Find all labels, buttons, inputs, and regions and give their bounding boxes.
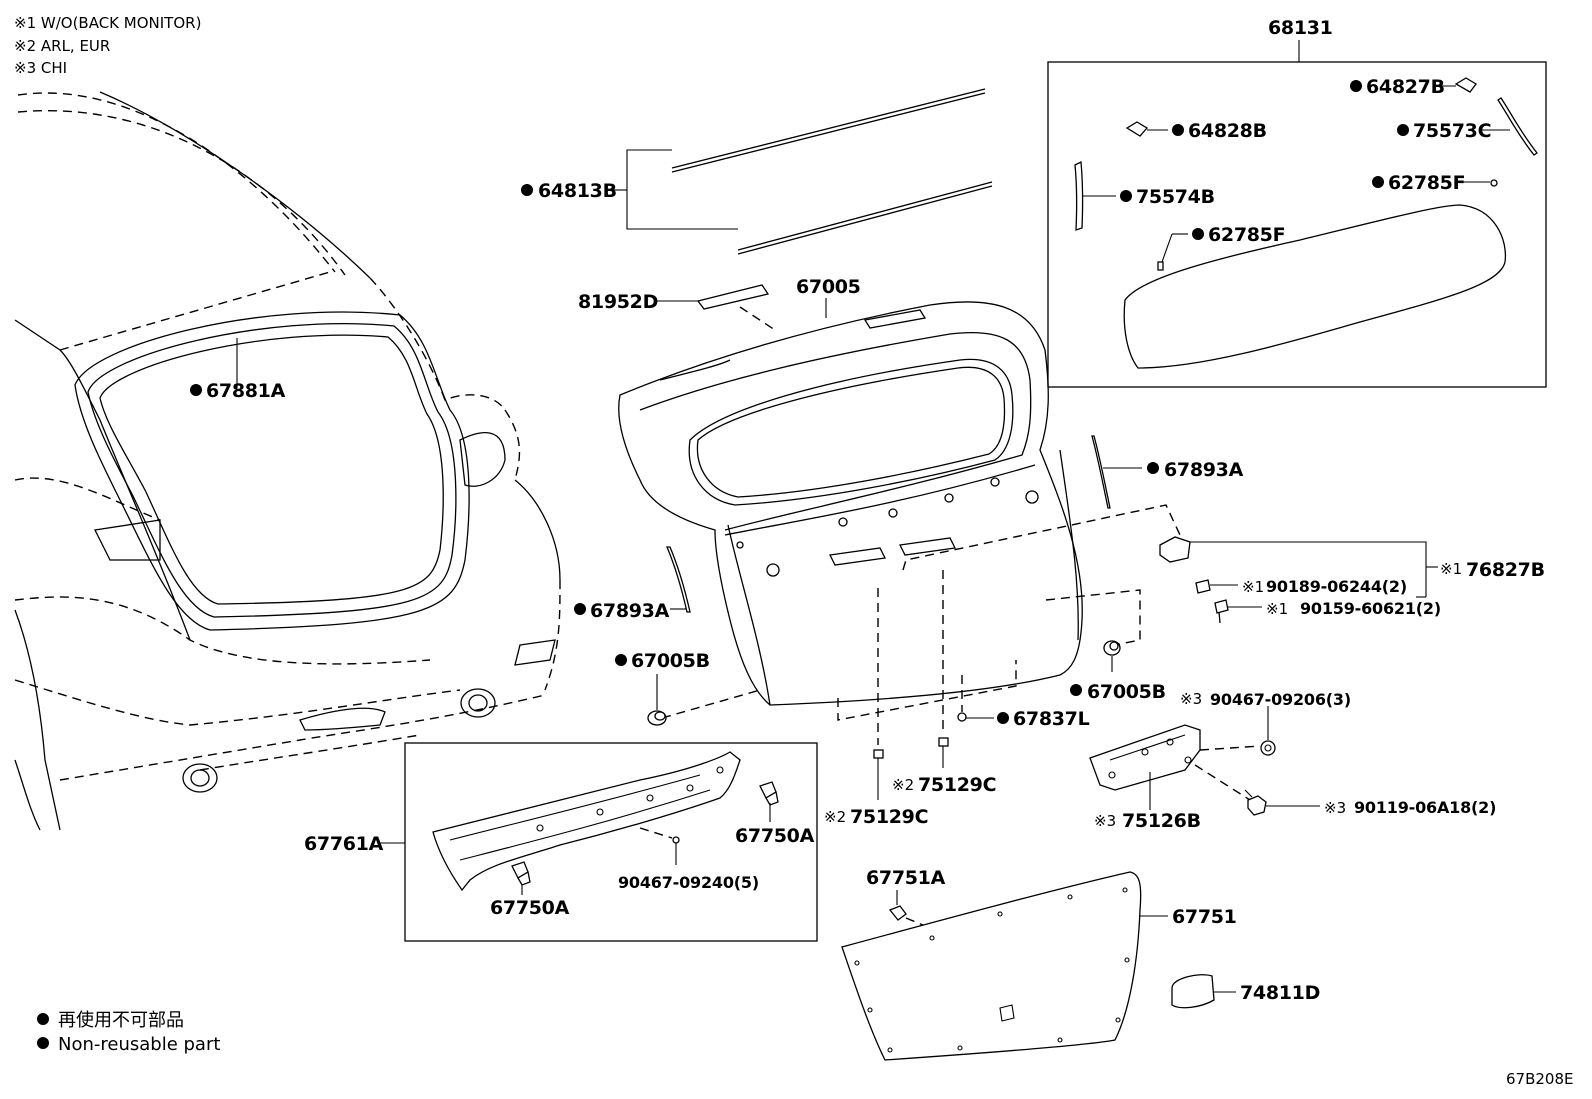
part-74811D[interactable]: 74811D (1240, 982, 1320, 1004)
part-75129C-b[interactable]: 75129C (918, 774, 997, 796)
part-67005B-right[interactable]: 67005B (1087, 681, 1166, 703)
marker-1-90189: ※1 (1242, 578, 1264, 596)
camera-bracket-illustration (1159, 536, 1229, 624)
marker-2-a: ※2 (824, 808, 846, 826)
non-reusable-dot (190, 384, 202, 396)
nut-90467-09206 (1260, 740, 1276, 756)
part-67893A-left[interactable]: 67893A (590, 600, 670, 622)
marker-2-b: ※2 (892, 776, 914, 794)
non-reusable-dot (1372, 176, 1384, 188)
clip-90467-09240 (672, 836, 680, 844)
legend-en: Non-reusable part (58, 1034, 220, 1055)
marker-1-90159: ※1 (1266, 600, 1288, 618)
pad-64827B (1454, 77, 1477, 93)
part-67750A-left[interactable]: 67750A (490, 897, 570, 919)
non-reusable-dot (1070, 684, 1082, 696)
non-reusable-dot (1397, 124, 1409, 136)
part-90119-06A18[interactable]: 90119-06A18(2) (1354, 798, 1496, 817)
part-75574B[interactable]: 75574B (1136, 186, 1215, 208)
part-81952D[interactable]: 81952D (578, 291, 658, 313)
molding-illustration (671, 88, 993, 255)
part-90467-09206[interactable]: 90467-09206(3) (1210, 690, 1351, 709)
part-76827B[interactable]: 76827B (1466, 559, 1545, 581)
non-reusable-dot (1350, 80, 1362, 92)
bumper-stopper-right (1103, 640, 1121, 656)
clip-62785F-a (1490, 179, 1498, 187)
part-90159-60621[interactable]: 90159-60621(2) (1300, 599, 1441, 618)
pad-64828B (1125, 121, 1149, 137)
part-62785F-a[interactable]: 62785F (1388, 172, 1466, 194)
part-67750A-right[interactable]: 67750A (735, 825, 815, 847)
part-67005B-left[interactable]: 67005B (631, 650, 710, 672)
emblem-illustration (696, 284, 776, 331)
strip-75573C (1497, 97, 1538, 156)
part-67893A-right[interactable]: 67893A (1164, 459, 1244, 481)
cover-74811D (1171, 974, 1215, 1009)
clip-75129C-b (938, 737, 949, 747)
marker-3-90119: ※3 (1324, 799, 1346, 817)
bumper-stopper-left (647, 710, 667, 726)
clip-67750A-left (511, 861, 531, 886)
part-67761A[interactable]: 67761A (304, 833, 384, 855)
rear-spoiler (1123, 204, 1507, 369)
part-67751A[interactable]: 67751A (866, 867, 946, 889)
part-90467-09240[interactable]: 90467-09240(5) (618, 873, 759, 892)
non-reusable-dot (1120, 190, 1132, 202)
trim-board-67751 (841, 871, 1142, 1061)
clip-75129C-a (873, 749, 884, 759)
non-reusable-dot (997, 712, 1009, 724)
note-2: ※2 ARL, EUR (14, 37, 110, 55)
part-67881A[interactable]: 67881A (206, 380, 286, 402)
part-64828B[interactable]: 64828B (1188, 120, 1267, 142)
diagram-code: 67B208E (1506, 1070, 1574, 1088)
marker-3-75126B: ※3 (1094, 812, 1116, 830)
part-67751[interactable]: 67751 (1172, 906, 1237, 928)
part-64813B[interactable]: 64813B (538, 180, 617, 202)
part-75573C[interactable]: 75573C (1413, 120, 1492, 142)
clip-67750A-right (759, 781, 779, 806)
legend-dot-en (37, 1037, 49, 1049)
part-75129C-a[interactable]: 75129C (850, 806, 929, 828)
part-64827B[interactable]: 64827B (1366, 76, 1445, 98)
grommet-67837L (957, 712, 967, 722)
non-reusable-dot (521, 184, 533, 196)
trim-board-holes (854, 887, 1130, 1053)
part-75126B[interactable]: 75126B (1122, 810, 1201, 832)
part-67837L[interactable]: 67837L (1013, 708, 1090, 730)
note-1: ※1 W/O(BACK MONITOR) (14, 14, 201, 32)
marker-3-90467: ※3 (1180, 690, 1202, 708)
part-62785F-b[interactable]: 62785F (1208, 224, 1286, 246)
non-reusable-dot (1192, 228, 1204, 240)
part-68131[interactable]: 68131 (1268, 17, 1333, 39)
non-reusable-dot (1172, 124, 1184, 136)
deflector-strip-right (1091, 435, 1111, 509)
strip-75574B (1074, 160, 1084, 231)
non-reusable-dot (615, 654, 627, 666)
garnish-box (404, 742, 818, 942)
clip-67751A (888, 905, 907, 921)
spoiler-kit-box (1047, 61, 1547, 388)
clip-62785F-b (1157, 261, 1164, 271)
non-reusable-dot (1147, 462, 1159, 474)
bolt-90119-06A18 (1244, 789, 1267, 816)
marker-1-76827B: ※1 (1440, 560, 1462, 578)
part-67005[interactable]: 67005 (796, 276, 861, 298)
bracket-75126B-illustration (1089, 724, 1201, 791)
non-reusable-dot (574, 603, 586, 615)
back-door-illustration (618, 301, 1083, 706)
garnish-illustration (432, 751, 741, 892)
deflector-strip-left (666, 546, 691, 613)
legend-jp: 再使用不可部品 (58, 1010, 184, 1031)
legend-dot-jp (37, 1013, 49, 1025)
note-3: ※3 CHI (14, 59, 67, 77)
part-90189-06244[interactable]: 90189-06244(2) (1266, 577, 1407, 596)
car-body-illustration (14, 91, 561, 831)
